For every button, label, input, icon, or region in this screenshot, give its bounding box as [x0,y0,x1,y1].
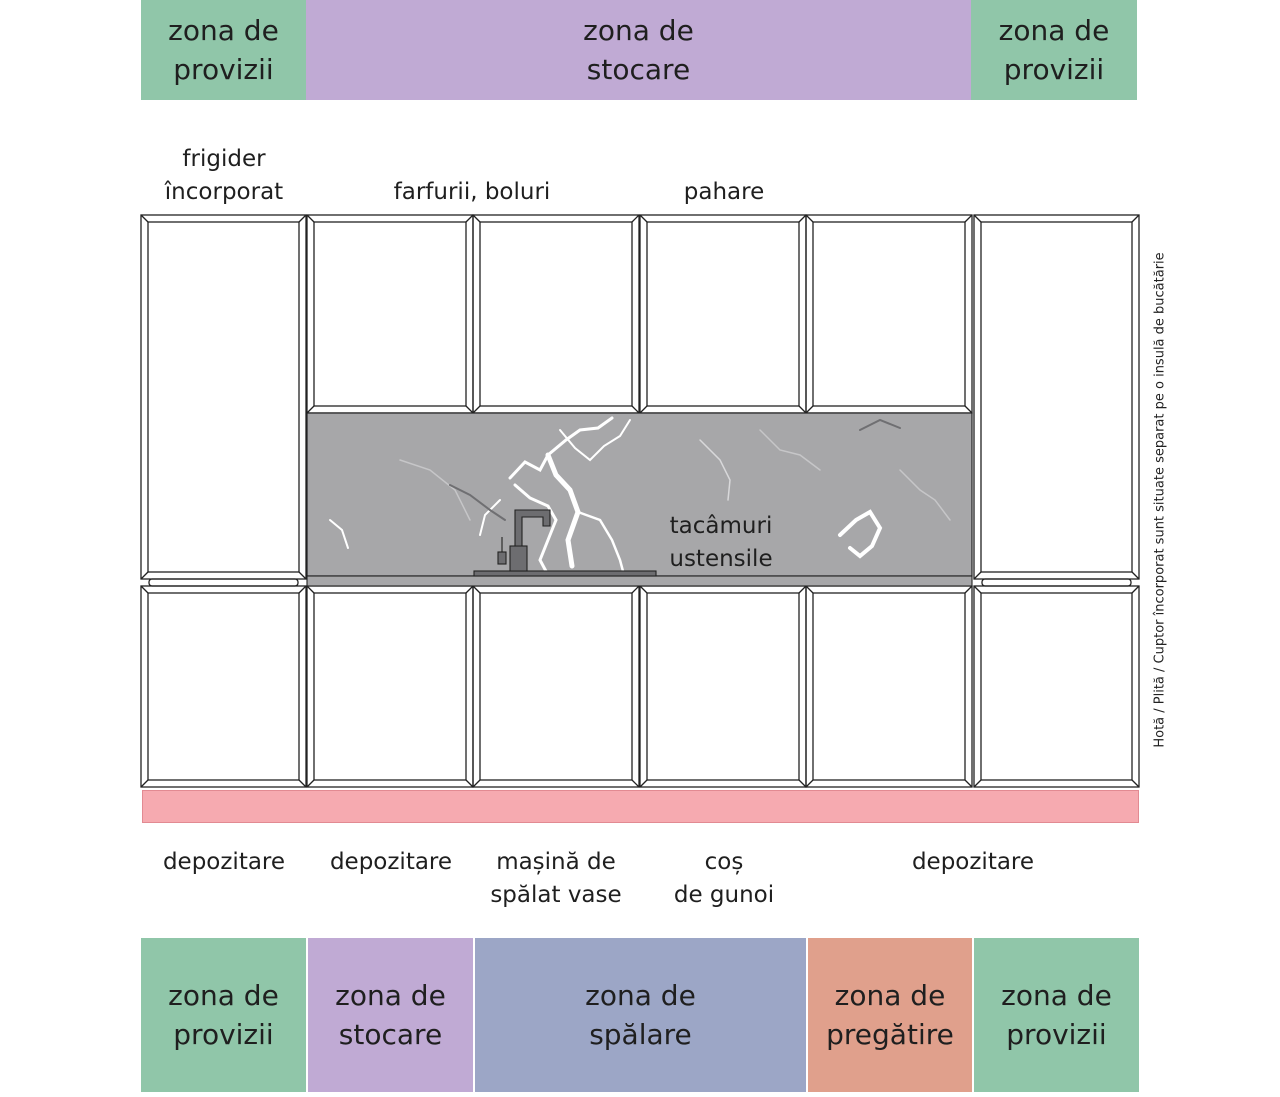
lower-right-cabinet [973,585,1140,788]
faucet-icon [473,509,657,577]
fridge-door [140,214,307,580]
label-storage-1: depozitare [162,849,286,875]
bottom-zone-provizii-right: zona de provizii [974,938,1139,1092]
plinth-strip [142,790,1139,823]
upper-cabinet-3 [639,214,807,414]
bottom-zone-spalare: zona de spălare [475,938,806,1092]
base-cabinet-1 [306,585,474,788]
label-dishwasher: mașină de spălat vase [490,849,622,908]
top-zone-provizii-left: zona de provizii [141,0,306,100]
bottom-zone-stocare: zona de stocare [308,938,473,1092]
label-storage-2: depozitare [329,849,453,875]
handle-bar [981,578,1132,587]
tall-right-door [973,214,1140,580]
upper-cabinet-2 [472,214,640,414]
label-plates: farfurii, boluri [393,179,551,205]
label-cutlery-utensils: tacâmuri ustensile [669,513,773,572]
label-storage-3: depozitare [911,849,1035,875]
label-fridge: frigider încorporat [164,146,284,205]
top-zone-stocare: zona de stocare [306,0,971,100]
top-zone-provizii-right: zona de provizii [971,0,1137,100]
bottom-zone-provizii-left: zona de provizii [141,938,306,1092]
upper-cabinet-1 [306,214,474,414]
bottom-zone-pregatire: zona de pregătire [808,938,972,1092]
base-cabinet-3 [639,585,807,788]
label-trash-bin: coș de gunoi [673,849,775,908]
handle-bar [148,578,299,587]
base-cabinet-2 [472,585,640,788]
label-glasses: pahare [683,179,765,205]
backsplash [306,412,973,587]
base-cabinet-4 [805,585,973,788]
upper-cabinet-4 [805,214,973,414]
lower-left-cabinet [140,585,307,788]
